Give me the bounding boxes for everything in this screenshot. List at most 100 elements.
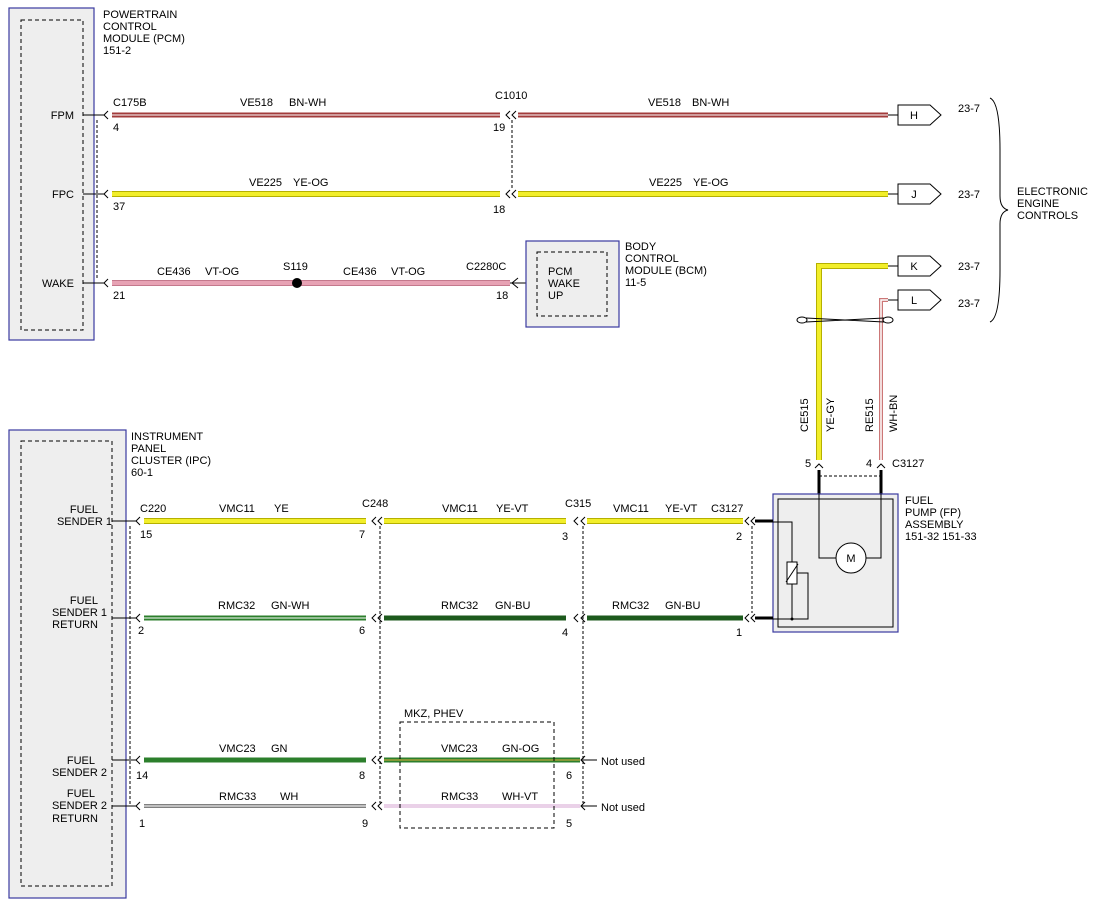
bcm-inner-line1: PCM [548,266,572,278]
wire-wake-right-circuit: CE436 [343,266,377,278]
wire-fpc-right-color: YE-OG [693,177,728,189]
c315-pin-fs2r-terminal [580,801,597,811]
c248-pin-fs2-terminal [371,755,383,765]
not-used-fs2: Not used [601,756,645,768]
eec-brace: ELECTRONIC ENGINE CONTROLS [989,97,1088,323]
bcm-module: PCM WAKE UP BODY CONTROL MODULE (BCM) 11… [525,240,707,328]
wire-fs1r: RMC32 GN-WH RMC32 GN-BU RMC32 GN-BU [144,600,743,621]
splice-s119 [292,278,302,288]
c1010-pin-num-fpc: 18 [493,204,505,216]
not-used-fs2r: Not used [601,802,645,814]
c175b-pin-wake-terminal [103,278,109,288]
c248-pin-fs1-terminal [371,516,383,526]
c3127-side-label: C3127 [711,503,743,515]
ce515-pin-num: 5 [805,458,811,470]
pcm-label-line1: POWERTRAIN [103,9,177,21]
wire-fpm: VE518 BN-WH VE518 BN-WH [112,97,888,118]
offpage-l-ref: 23-7 [958,298,980,310]
c315-pin-fs1-terminal [573,516,586,526]
pcm-module: POWERTRAIN CONTROL MODULE (PCM) 151-2 FP… [8,7,185,341]
bcm-inner-line2: WAKE [548,278,580,290]
c248-pin-num-fs2r: 9 [362,818,368,830]
c248-pin-num-fs1: 7 [359,529,365,541]
bcm-label-line1: BODY [625,241,657,253]
c220-pin-num-fs1: 15 [140,529,152,541]
c175b-pin-num-fpm: 4 [113,122,119,134]
offpage-connector-h: H 23-7 [888,103,980,126]
fuel-pump-motor-label: M [846,553,855,565]
ipc-pin-fs2r-line1: FUEL [67,788,95,800]
bcm-label-line4: 11-5 [625,277,646,289]
wire-ce515-path [817,264,888,460]
ipc-pin-fs2r-line2: SENDER 2 [52,800,107,812]
pcm-box [8,7,95,341]
wire-fpc-left-color: YE-OG [293,177,328,189]
c3127-pin-4-terminal [876,463,886,469]
c220-pin-fs2r-terminal [112,801,141,811]
pcm-inner-dash [20,19,84,331]
c248-pin-num-fs2: 8 [359,770,365,782]
fuel-pump-assembly: M FUEL PUMP (FP) ASSEMBLY 151-32 151-33 [760,493,977,633]
c315-pin-num-fs2r: 5 [566,818,572,830]
c3127-pin-1-terminal [744,613,756,623]
wire-fs1-b-color: YE-VT [496,503,529,515]
connector-c3127-side: C3127 2 1 [711,503,773,639]
connector-c175b: C175B 4 37 21 [83,97,147,302]
eec-label-line1: ELECTRONIC [1017,186,1088,198]
c315-pin-num-fs1r: 4 [562,627,568,639]
bcm-inner-dash [536,251,608,317]
connector-c248: C248 7 6 8 9 [359,498,388,830]
wire-re515-circuit: RE515 [864,398,876,432]
wire-fpm-left-color: BN-WH [289,97,326,109]
ipc-pin-fs1r-line1: FUEL [70,595,98,607]
wire-fpc-left-circuit: VE225 [249,177,282,189]
wire-fs2r-b-circuit: RMC33 [441,791,478,803]
wire-fs1r-b-color: GN-BU [495,600,531,612]
wire-fs2r-a-circuit: RMC33 [219,791,256,803]
c220-label: C220 [140,503,166,515]
ipc-pin-fs2-line1: FUEL [67,755,95,767]
wire-re515: RE515 WH-BN [864,298,900,460]
offpage-h-letter: H [910,110,918,122]
offpage-l-letter: L [911,295,917,307]
c1010-label: C1010 [495,90,527,102]
c3127-pin-5-terminal [814,463,824,469]
wire-fs2-a-circuit: VMC23 [219,743,256,755]
c175b-pin-fpc-terminal [103,189,109,199]
wire-fs1-c-color: YE-VT [665,503,698,515]
c315-pin-num-fs2: 6 [566,770,572,782]
c220-pin-fs1-terminal [112,516,141,526]
c220-pin-fs1r-terminal [112,613,141,623]
wire-fs1-c-circuit: VMC11 [613,503,649,515]
wire-ce515-circuit: CE515 [799,398,811,432]
connector-c220: C220 15 2 14 1 [112,503,166,830]
fuel-pump-label-line3: ASSEMBLY [905,519,964,531]
c3127-pin-num-fs1r: 1 [736,627,742,639]
ipc-label-line2: PANEL [131,443,166,455]
wire-fs2r-b-color: WH-VT [502,791,538,803]
wire-wake: S119 CE436 VT-OG CE436 VT-OG [112,261,510,288]
c175b-pin-num-fpc: 37 [113,201,125,213]
wire-fs2-b-color: GN-OG [502,743,539,755]
c2280c-terminal [511,277,519,289]
pcm-label-line4: 151-2 [103,45,131,57]
c1010-pin-num-fpm: 19 [493,122,505,134]
connector-c1010: C1010 19 18 [493,90,527,216]
ipc-pin-fs2r-line3: RETURN [52,813,98,825]
offpage-k-letter: K [910,261,918,273]
pcm-pin-wake: WAKE [42,278,74,290]
pcm-label-line2: CONTROL [103,21,157,33]
wire-ce515: CE515 YE-GY [799,263,898,460]
wire-fs1r-c-color: GN-BU [665,600,701,612]
offpage-connector-l: L 23-7 [897,289,980,311]
option-box-outline [399,721,555,829]
c248-pin-num-fs1r: 6 [359,625,365,637]
c315-pin-num-fs1: 3 [562,531,568,543]
c220-pin-num-fs2r: 1 [139,818,145,830]
wire-fs1r-a-circuit: RMC32 [218,600,255,612]
option-box-mkz-phev: MKZ, PHEV [399,708,555,829]
wire-fs1r-a-color: GN-WH [271,600,310,612]
offpage-j-ref: 23-7 [958,189,980,201]
c2280c-label: C2280C [466,261,506,273]
